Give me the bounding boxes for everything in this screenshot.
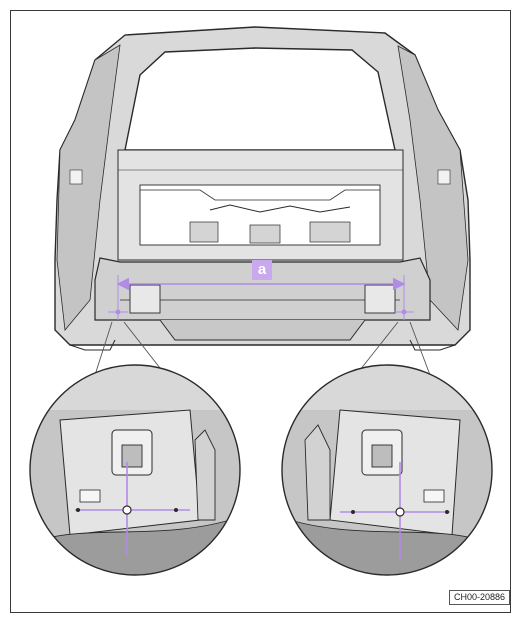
detail-view-left xyxy=(29,364,241,576)
rear-body-shell xyxy=(54,26,471,351)
dimension-label-a: a xyxy=(252,260,272,280)
figure-code: CH00-20886 xyxy=(449,590,511,605)
detail-leader-lines xyxy=(94,321,431,376)
dimension-line-a xyxy=(108,275,414,320)
detail-view-right xyxy=(281,364,493,576)
